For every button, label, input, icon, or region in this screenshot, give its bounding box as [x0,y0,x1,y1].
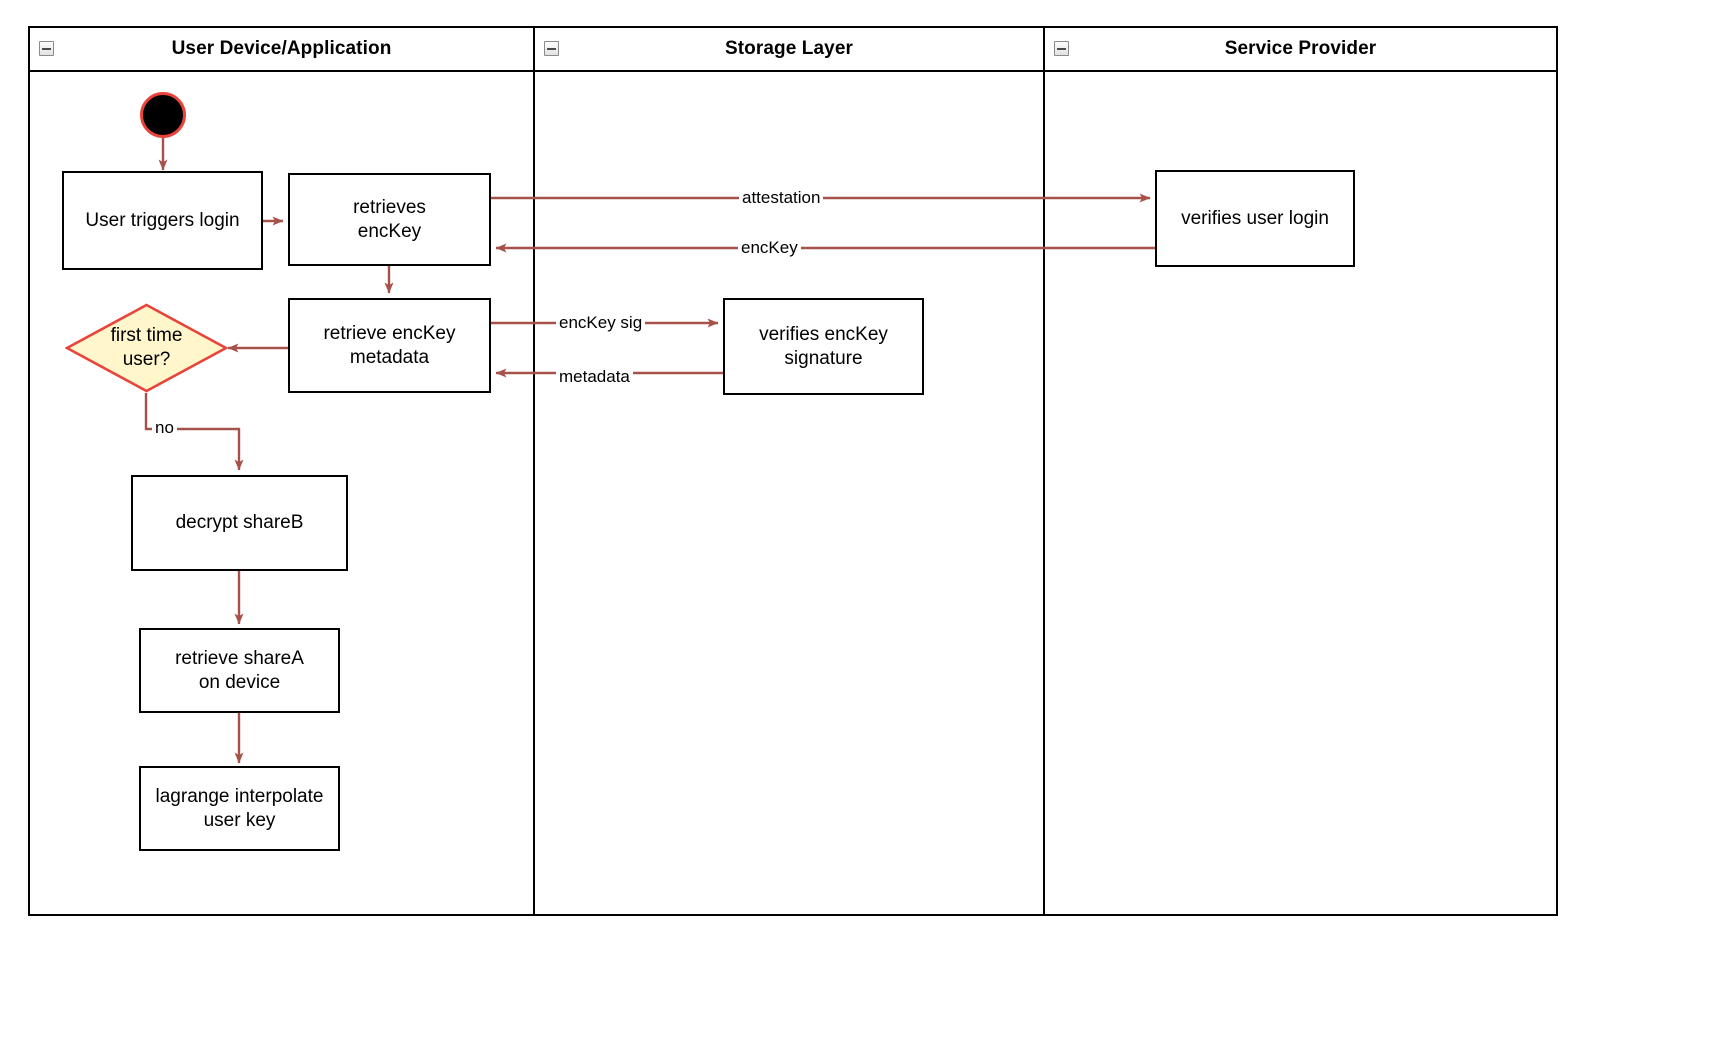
lane-title-storage-layer: Storage Layer [724,38,854,59]
node-first-time-user[interactable]: first time user? [65,303,228,393]
node-label-line1: retrieve encKey [323,322,456,344]
edge-label-enckey: encKey [738,238,801,258]
lane-title-user-device: User Device/Application [171,38,392,59]
node-label: retrieves encKey [353,196,426,244]
edge-label-metadata: metadata [556,367,633,387]
node-label: retrieve encKey metadata [323,322,455,370]
node-label: decrypt shareB [175,512,304,534]
node-label: lagrange interpolate user key [156,785,324,833]
node-decrypt-shareb[interactable]: decrypt shareB [131,475,348,571]
node-label-line2: encKey [357,220,422,242]
node-label-line1: lagrange interpolate [155,785,324,807]
node-label-line2: signature [784,347,863,369]
collapse-minus-icon[interactable] [39,41,54,56]
edge-label-enckey-sig: encKey sig [556,313,646,333]
node-label-line2: metadata [349,346,430,368]
edge-label-no: no [152,418,177,438]
node-verifies-enckey-signature[interactable]: verifies encKey signature [723,298,924,395]
node-verifies-user-login[interactable]: verifies user login [1155,170,1355,267]
node-label-line1: retrieve shareA [175,647,304,669]
node-label-line2: user key [203,809,276,831]
start-node[interactable] [140,92,186,138]
decision-diamond-shape [65,303,228,393]
node-label-line1: verifies encKey [759,323,888,345]
node-lagrange-interpolate-user-key[interactable]: lagrange interpolate user key [139,766,340,851]
node-label: retrieve shareA on device [175,647,304,695]
lane-service-provider[interactable]: Service Provider [1043,28,1556,914]
lane-header-storage-layer[interactable]: Storage Layer [535,28,1043,72]
node-retrieve-enckey-metadata[interactable]: retrieve encKey metadata [288,298,491,393]
lane-title-service-provider: Service Provider [1224,38,1377,59]
node-label-line1: retrieves [353,196,426,218]
lane-header-user-device[interactable]: User Device/Application [30,28,533,72]
lane-storage-layer[interactable]: Storage Layer [533,28,1043,914]
lane-header-service-provider[interactable]: Service Provider [1045,28,1556,72]
node-label-line2: on device [198,671,281,693]
node-label: User triggers login [85,209,240,231]
node-retrieve-sharea-on-device[interactable]: retrieve shareA on device [139,628,340,713]
collapse-minus-icon[interactable] [544,41,559,56]
node-label: verifies user login [1181,207,1329,229]
edge-label-attestation: attestation [739,188,824,208]
collapse-minus-icon[interactable] [1054,41,1069,56]
node-user-triggers-login[interactable]: User triggers login [62,171,263,270]
node-label: verifies encKey signature [759,323,888,371]
node-retrieves-enckey[interactable]: retrieves encKey [288,173,491,266]
